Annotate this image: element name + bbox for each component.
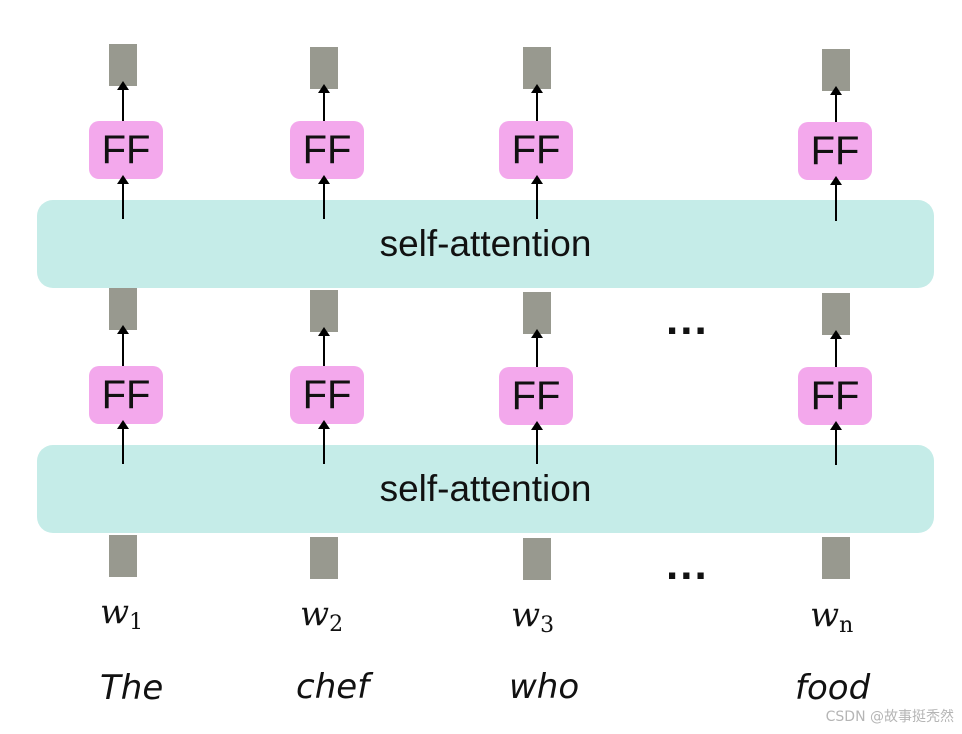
ff-box: FF bbox=[89, 366, 163, 424]
arrow-up bbox=[318, 420, 330, 464]
arrow-up bbox=[830, 176, 842, 221]
input-symbol: w2 bbox=[300, 597, 343, 636]
input-word: The bbox=[100, 668, 164, 708]
ff-box: FF bbox=[798, 367, 872, 425]
hidden-vector bbox=[109, 288, 137, 330]
ff-box: FF bbox=[89, 121, 163, 179]
input-vector bbox=[310, 537, 338, 579]
ellipsis: ... bbox=[666, 295, 709, 344]
ff-box: FF bbox=[499, 367, 573, 425]
arrow-up bbox=[830, 86, 842, 122]
output-vector bbox=[310, 47, 338, 89]
input-symbol: w3 bbox=[511, 598, 554, 637]
arrow-up bbox=[531, 175, 543, 219]
self-attention-layer: self-attention bbox=[37, 445, 934, 533]
symbol-index: 2 bbox=[329, 612, 344, 637]
input-vector bbox=[109, 535, 137, 577]
output-vector bbox=[109, 44, 137, 86]
hidden-vector bbox=[822, 293, 850, 335]
input-vector bbox=[523, 538, 551, 580]
ellipsis: ... bbox=[666, 540, 709, 589]
arrow-up bbox=[117, 175, 129, 219]
arrow-up bbox=[531, 329, 543, 367]
arrow-up bbox=[830, 421, 842, 465]
input-word: chef bbox=[296, 667, 370, 707]
arrow-up bbox=[318, 84, 330, 121]
output-vector bbox=[822, 49, 850, 91]
symbol-letter: w bbox=[100, 592, 130, 632]
symbol-index: 1 bbox=[129, 610, 144, 635]
arrow-up bbox=[318, 175, 330, 219]
input-vector bbox=[822, 537, 850, 579]
input-symbol: wn bbox=[810, 598, 853, 637]
symbol-index: n bbox=[839, 613, 854, 638]
symbol-letter: w bbox=[810, 595, 840, 635]
input-word: food bbox=[795, 668, 871, 708]
arrow-up bbox=[531, 421, 543, 464]
symbol-index: 3 bbox=[540, 613, 555, 638]
ff-box: FF bbox=[290, 366, 364, 424]
ff-box: FF bbox=[290, 121, 364, 179]
arrow-up bbox=[318, 327, 330, 366]
arrow-up bbox=[117, 325, 129, 366]
ff-box: FF bbox=[499, 121, 573, 179]
hidden-vector bbox=[523, 292, 551, 334]
arrow-up bbox=[531, 84, 543, 121]
ff-box: FF bbox=[798, 122, 872, 180]
watermark: CSDN @故事挺秃然 bbox=[825, 709, 954, 725]
hidden-vector bbox=[310, 290, 338, 332]
output-vector bbox=[523, 47, 551, 89]
input-word: who bbox=[509, 667, 580, 707]
arrow-up bbox=[117, 420, 129, 464]
arrow-up bbox=[117, 81, 129, 121]
symbol-letter: w bbox=[511, 595, 541, 635]
input-symbol: w1 bbox=[100, 595, 143, 634]
arrow-up bbox=[830, 330, 842, 367]
self-attention-layer: self-attention bbox=[37, 200, 934, 288]
symbol-letter: w bbox=[300, 594, 330, 634]
